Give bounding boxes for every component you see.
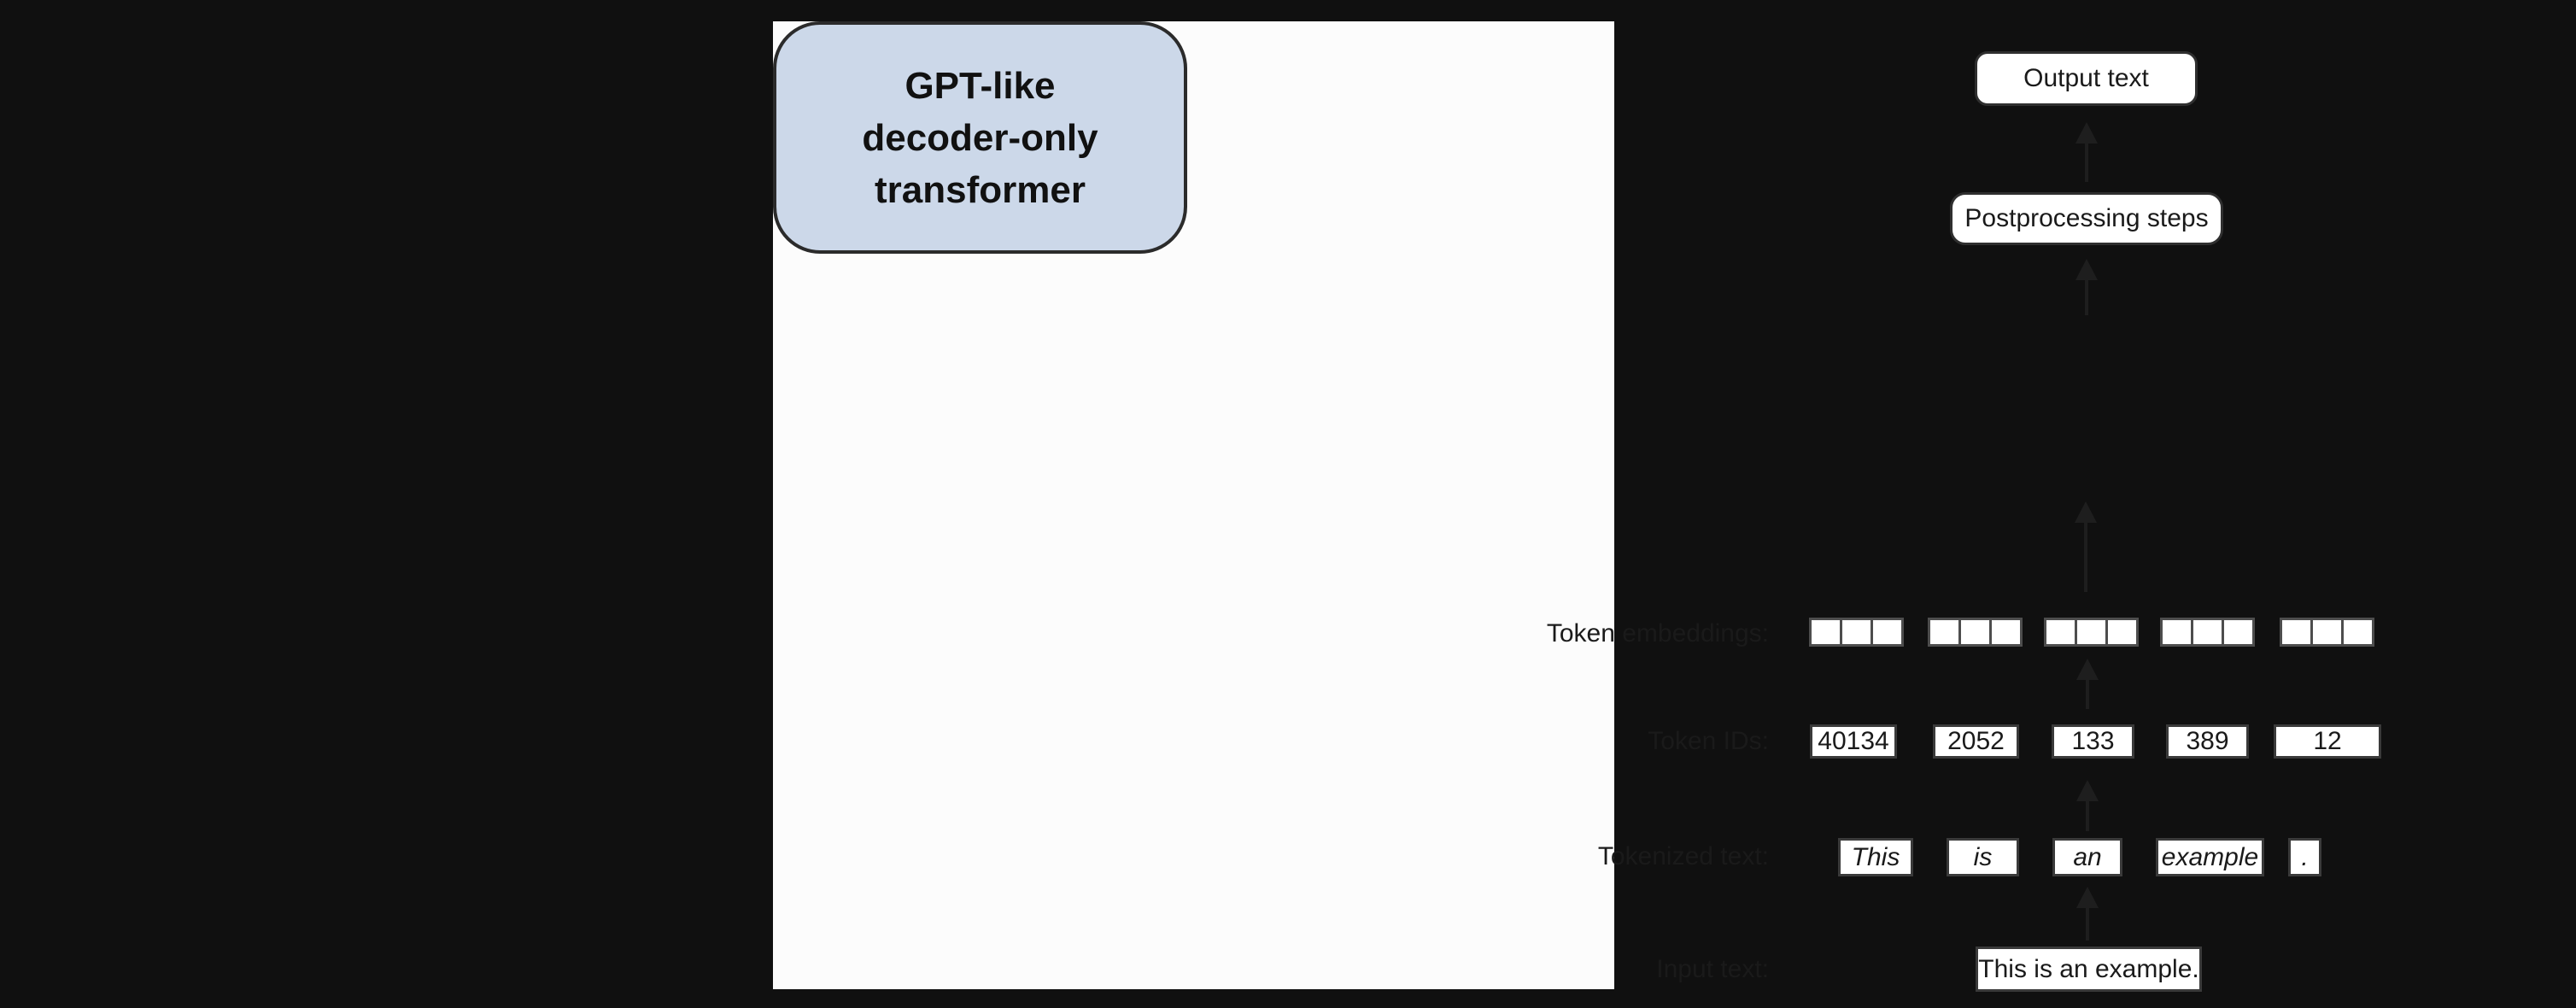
arrow-input-to-tokenized-icon (2075, 887, 2099, 941)
embedding-cell (2105, 618, 2139, 647)
embedding-cell (1809, 618, 1842, 647)
arrow-tokenized-to-ids-icon (2075, 780, 2099, 831)
token-box-1: This (1838, 838, 1913, 876)
arrow-postprocessing-to-output-icon (2075, 122, 2099, 182)
token-value: example (2161, 842, 2259, 871)
arrowhead-icon (2076, 780, 2099, 801)
arrow-shaft (2086, 677, 2089, 709)
transformer-box: GPT-like decoder-only transformer (773, 21, 1187, 254)
arrowhead-icon (2075, 501, 2097, 523)
arrow-shaft (2086, 905, 2089, 941)
embedding-cell (2191, 618, 2224, 647)
embedding-cell (2310, 618, 2344, 647)
input-text-box: This is an example. (1976, 946, 2202, 992)
transformer-box-line3: transformer (875, 168, 1086, 211)
token-value: This (1851, 842, 1900, 871)
embedding-cell (1871, 618, 1904, 647)
token-box-5: . (2288, 838, 2321, 876)
output-text-box: Output text (1975, 51, 2198, 106)
token-id-box-2: 2052 (1933, 724, 2019, 759)
arrowhead-icon (2076, 659, 2099, 680)
embedding-cell (2160, 618, 2193, 647)
input-text-label: Input text: (1656, 955, 1769, 983)
token-id-value: 2052 (1947, 727, 2005, 755)
arrow-shaft (2086, 799, 2089, 831)
arrowhead-icon (2075, 122, 2098, 144)
token-box-2: is (1947, 838, 2019, 876)
token-id-box-5: 12 (2274, 724, 2381, 759)
output-text-label: Output text (2023, 64, 2149, 92)
arrow-embeddings-to-transformer-icon (2074, 501, 2098, 592)
embedding-cell (1989, 618, 2023, 647)
embedding-cell (2222, 618, 2255, 647)
embedding-cell (1840, 618, 1873, 647)
arrow-shaft (2085, 278, 2088, 315)
token-id-box-3: 133 (2052, 724, 2134, 759)
embedding-group-4 (2160, 618, 2255, 647)
input-text-value: This is an example. (1978, 954, 2199, 983)
token-id-value: 40134 (1818, 727, 1889, 755)
token-value: is (1973, 842, 1993, 871)
arrow-shaft (2084, 520, 2087, 592)
token-value: an (2073, 842, 2102, 871)
transformer-box-line1: GPT-like (905, 64, 1056, 107)
arrow-ids-to-embeddings-icon (2075, 659, 2099, 709)
token-id-box-1: 40134 (1810, 724, 1897, 759)
token-box-3: an (2052, 838, 2122, 876)
arrow-transformer-to-postprocessing-icon (2075, 259, 2099, 315)
embedding-cell (2044, 618, 2077, 647)
tokenized-text-label: Tokenized text: (1597, 842, 1769, 870)
embedding-cell (2341, 618, 2374, 647)
token-id-value: 12 (2313, 727, 2342, 755)
postprocessing-steps-label: Postprocessing steps (1964, 204, 2209, 232)
arrow-shaft (2085, 141, 2088, 182)
arrowhead-icon (2076, 887, 2099, 908)
embedding-group-2 (1928, 618, 2023, 647)
embedding-cell (2075, 618, 2108, 647)
diagram-panel: Output text Postprocessing steps GPT-lik… (773, 21, 2381, 992)
token-box-4: example (2156, 838, 2264, 876)
postprocessing-steps-box: Postprocessing steps (1950, 192, 2223, 245)
transformer-box-line2: decoder-only (862, 116, 1098, 159)
embedding-group-5 (2280, 618, 2374, 647)
embedding-cell (1958, 618, 1992, 647)
embedding-group-3 (2044, 618, 2139, 647)
token-value: . (2301, 842, 2309, 871)
embedding-cell (2280, 618, 2313, 647)
arrowhead-icon (2075, 259, 2098, 280)
token-id-value: 389 (2186, 727, 2229, 755)
token-embeddings-label: Token embeddings: (1546, 619, 1769, 648)
embedding-group-1 (1809, 618, 1904, 647)
token-id-value: 133 (2071, 727, 2115, 755)
token-ids-label: Token IDs: (1648, 727, 1769, 755)
token-id-box-4: 389 (2166, 724, 2249, 759)
embedding-cell (1928, 618, 1961, 647)
